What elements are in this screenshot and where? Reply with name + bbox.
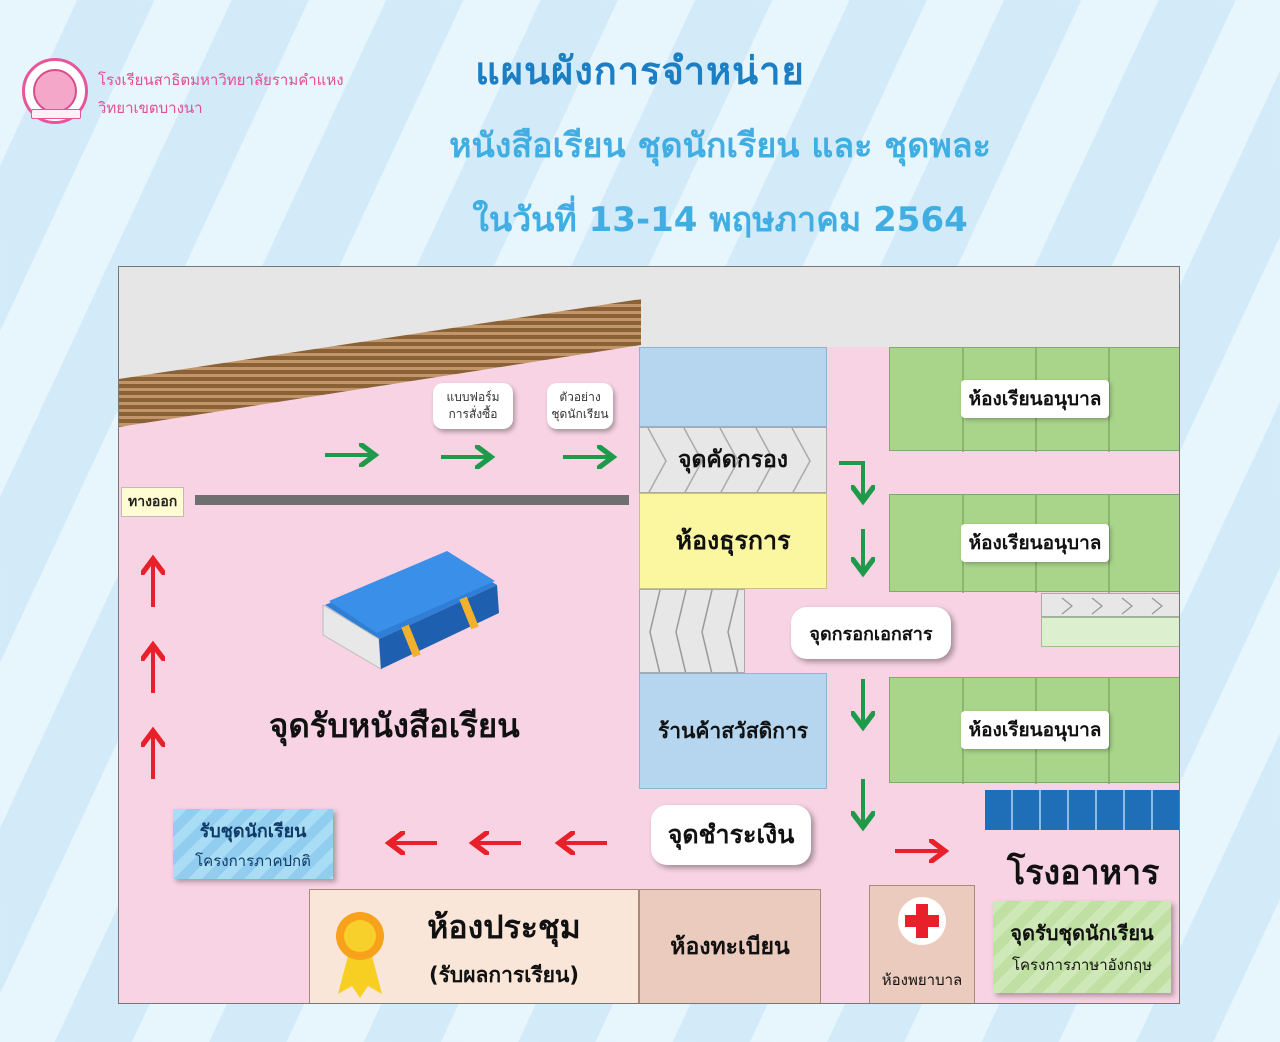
exit-label: ทางออก <box>121 487 185 517</box>
nurse-room: ห้องพยาบาล <box>869 885 975 1003</box>
uniform-regular-pickup: รับชุดนักเรียน โครงการภาคปกติ <box>173 809 333 879</box>
logo-emblem <box>33 69 77 113</box>
floor-plan: ทางออก แบบฟอร์ม การสั่งซื้อ ตัวอย่าง ชุด… <box>118 266 1180 1004</box>
green-arrow-down-corner <box>839 461 863 501</box>
nurse-room-label: ห้องพยาบาล <box>881 971 963 989</box>
school-campus: วิทยาเขตบางนา <box>98 99 203 117</box>
kindergarten-label-3: ห้องเรียนอนุบาล <box>960 711 1110 749</box>
kindergarten-room-1: ห้องเรียนอนุบาล <box>889 347 1179 452</box>
top-blue-room <box>639 347 827 427</box>
chevron-pattern-vertical <box>649 590 739 672</box>
canteen-tables <box>985 790 1179 830</box>
wall-divider <box>195 495 629 505</box>
small-chevron-strip <box>1041 593 1179 617</box>
screening-label: จุดคัดกรอง <box>677 447 789 473</box>
meeting-room: ห้องประชุม (รับผลการเรียน) <box>309 889 639 1003</box>
uniform-english-line1: จุดรับชุดนักเรียน <box>1010 921 1154 945</box>
uniform-regular-line1: รับชุดนักเรียน <box>199 820 307 842</box>
sample-line2: ชุดนักเรียน <box>551 407 609 421</box>
logo-ribbon <box>31 109 81 119</box>
sample-uniform-tag: ตัวอย่าง ชุดนักเรียน <box>547 383 613 429</box>
registrar-room: ห้องทะเบียน <box>639 889 821 1003</box>
welfare-shop-label: ร้านค้าสวัสดิการ <box>657 718 809 743</box>
sample-line1: ตัวอย่าง <box>559 390 601 404</box>
kindergarten-room-3: ห้องเรียนอนุบาล <box>889 677 1179 784</box>
vertical-chevron-corridor <box>639 589 745 673</box>
meeting-room-label: ห้องประชุม <box>427 908 581 946</box>
book-icon <box>322 551 499 670</box>
red-cross-icon <box>898 897 946 945</box>
kindergarten-room-2: ห้องเรียนอนุบาล <box>889 494 1179 593</box>
page-subtitle: หนังสือเรียน ชุดนักเรียน และ ชุดพละ <box>449 126 991 166</box>
document-point-bubble: จุดกรอกเอกสาร <box>791 607 951 659</box>
uniform-regular-line2: โครงการภาคปกติ <box>195 851 311 870</box>
book-pickup-label: จุดรับหนังสือเรียน <box>269 706 520 745</box>
payment-point-bubble: จุดชำระเงิน <box>651 805 811 865</box>
business-label: ห้องธุรการ <box>675 526 791 555</box>
page-date: ในวันที่ 13-14 พฤษภาคม 2564 <box>472 200 968 240</box>
page-title: แผนผังการจำหน่าย <box>475 49 805 93</box>
school-name: โรงเรียนสาธิตมหาวิทยาลัยรามคำแหง <box>98 71 344 89</box>
order-form-line2: การสั่งซื้อ <box>448 407 498 421</box>
kindergarten-label-1: ห้องเรียนอนุบาล <box>960 380 1110 418</box>
chevron-pattern-small <box>1061 597 1164 615</box>
green-strip <box>1041 617 1179 647</box>
canteen-label: โรงอาหาร <box>1007 853 1160 893</box>
uniform-english-pickup: จุดรับชุดนักเรียน โครงการภาษาอังกฤษ <box>993 901 1171 993</box>
order-form-tag: แบบฟอร์ม การสั่งซื้อ <box>433 383 513 429</box>
award-ribbon-icon <box>336 912 384 998</box>
kindergarten-label-2: ห้องเรียนอนุบาล <box>960 524 1110 562</box>
school-logo <box>22 58 88 124</box>
meeting-room-text: ห้องประชุม (รับผลการเรียน) <box>427 902 580 992</box>
welfare-shop: ร้านค้าสวัสดิการ <box>639 673 827 789</box>
screening-point: จุดคัดกรอง <box>639 427 827 493</box>
business-room: ห้องธุรการ <box>639 493 827 589</box>
chevron-pattern <box>647 428 811 492</box>
order-form-line1: แบบฟอร์ม <box>446 390 500 404</box>
meeting-room-sub: (รับผลการเรียน) <box>429 963 579 987</box>
uniform-english-line2: โครงการภาษาอังกฤษ <box>1011 956 1153 974</box>
registrar-label: ห้องทะเบียน <box>670 934 790 960</box>
